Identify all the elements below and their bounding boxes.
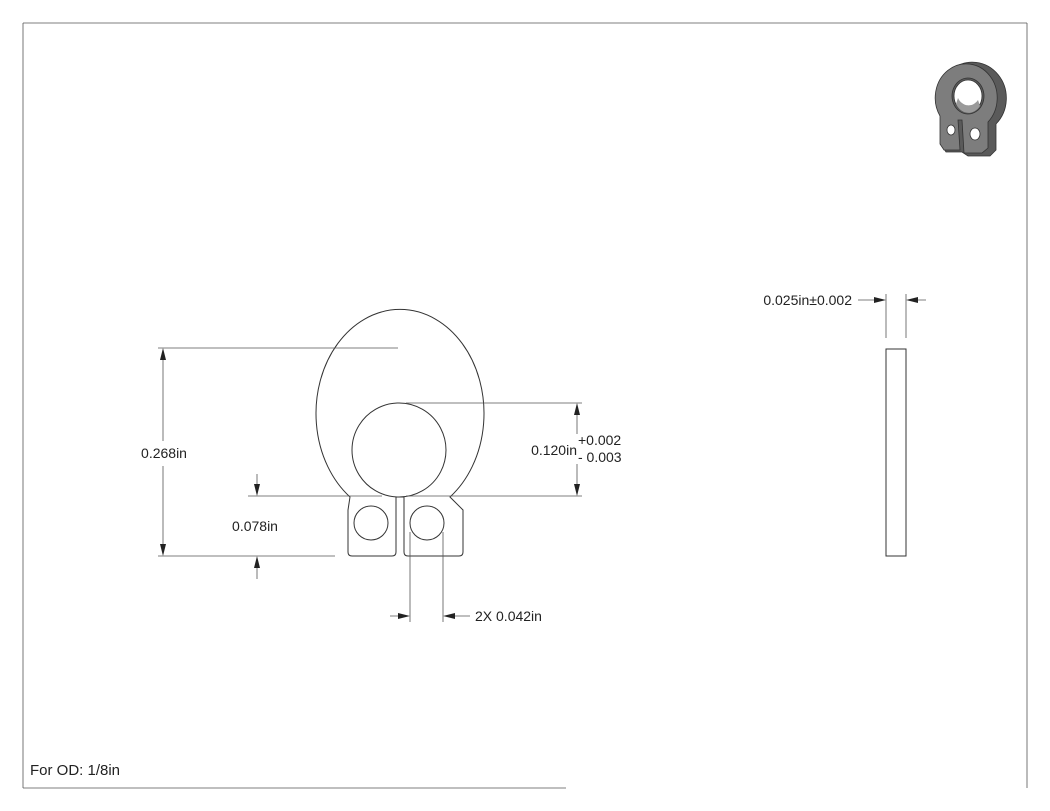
drawing-border	[22, 22, 1028, 789]
left-lug-hole	[353, 505, 389, 541]
dim-inner-diameter: 0.120in +0.002 - 0.003	[406, 402, 622, 497]
overall-height-label: 0.268in	[141, 445, 187, 461]
inner-diameter-tol-plus: +0.002	[578, 432, 621, 448]
dim-lug-height: 0.078in	[232, 474, 382, 579]
ring-outline	[315, 308, 485, 557]
iso-right-hole	[969, 127, 981, 141]
dim-hole-diameter: 2X 0.042in	[390, 532, 542, 624]
side-profile	[885, 348, 907, 557]
right-lug-hole	[409, 505, 445, 541]
front-view	[315, 308, 485, 557]
inner-diameter-label: 0.120in	[531, 442, 577, 458]
side-view: 0.025in±0.002	[763, 292, 926, 557]
inner-diameter-tol-minus: - 0.003	[578, 449, 622, 465]
isometric-view	[934, 61, 1007, 157]
lug-height-label: 0.078in	[232, 518, 278, 534]
thickness-label: 0.025in±0.002	[763, 292, 852, 308]
hole-diameter-label: 2X 0.042in	[475, 608, 542, 624]
dim-overall-height: 0.268in	[141, 347, 398, 557]
iso-left-hole	[946, 124, 956, 136]
od-note: For OD: 1/8in	[30, 762, 120, 779]
